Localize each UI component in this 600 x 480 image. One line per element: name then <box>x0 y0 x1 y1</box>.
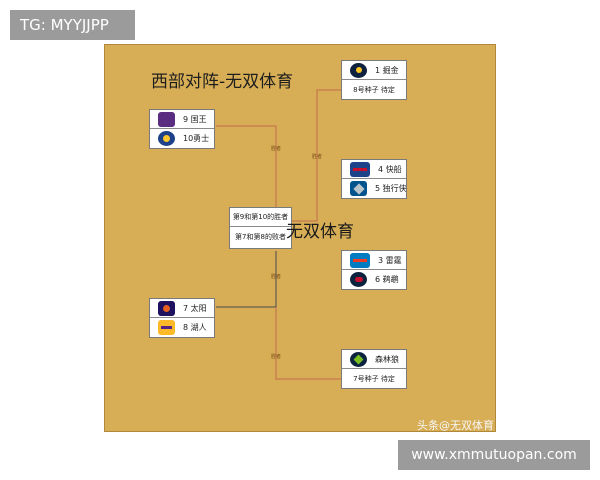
board-title: 西部对阵-无双体育 <box>151 72 294 92</box>
team-row-lakers: 8 湖人 <box>150 318 214 337</box>
lakers-logo-icon <box>158 320 175 335</box>
timberwolves-logo-icon <box>350 351 367 367</box>
connector-playin-bottom-down <box>275 307 341 380</box>
connector-playin-top <box>216 125 277 207</box>
team-label-warriors: 10勇士 <box>183 134 210 143</box>
team-label-thunder: 3 雷霆 <box>378 255 402 265</box>
team-row-suns: 7 太阳 <box>150 299 214 318</box>
matchup-nuggets: 1 掘金 8号种子 待定 <box>341 60 407 100</box>
team-row-thunder: 3 雷霆 <box>342 251 406 270</box>
winner-9-10: 第9和第10的胜者 <box>230 208 291 227</box>
playin-result-box: 第9和第10的胜者 第7和第8的败者 <box>229 207 292 249</box>
matchup-thunder-pelicans: 3 雷霆 6 鹈鹕 <box>341 250 407 290</box>
warriors-logo-icon <box>158 131 175 146</box>
timberwolves-opponent: 7号种子 待定 <box>353 374 395 383</box>
team-row-kings: 9 国王 <box>150 110 214 129</box>
suns-logo-icon <box>158 300 175 316</box>
source-watermark: 头条@无双体育 <box>417 419 494 432</box>
team-label-suns: 7 太阳 <box>183 303 207 313</box>
mavericks-logo-icon <box>350 181 367 196</box>
winner-label-nuggets: 胜者 <box>312 154 323 160</box>
nuggets-logo-icon <box>350 62 367 78</box>
winner-label-middle: 胜者 <box>271 274 282 280</box>
winner-label-top: 胜者 <box>271 146 282 152</box>
team-label-timberwolves: 森林狼 <box>375 354 399 364</box>
bracket-connectors <box>216 89 341 380</box>
team-row-timberwolves: 森林狼 <box>342 350 406 369</box>
bracket-board: 西部对阵-无双体育 胜者 胜者 胜者 胜者 9 国王 10勇士 第9和第10的胜… <box>104 44 496 432</box>
team-label-mavericks: 5 独行侠 <box>375 184 407 193</box>
team-label-lakers: 8 湖人 <box>183 323 207 332</box>
nuggets-opponent: 8号种子 待定 <box>353 85 395 94</box>
team-row-clippers: 4 快船 <box>342 160 406 179</box>
corner-tag: TG: MYYJJPP <box>10 10 135 40</box>
matchup-timberwolves: 森林狼 7号种子 待定 <box>341 349 407 389</box>
team-label-pelicans: 6 鹈鹕 <box>375 275 399 284</box>
team-row-mavericks: 5 独行侠 <box>342 179 407 198</box>
team-row-warriors: 10勇士 <box>150 129 214 148</box>
pelicans-logo-icon <box>350 272 367 287</box>
winner-label-wolves: 胜者 <box>271 354 282 360</box>
thunder-logo-icon <box>350 252 370 268</box>
matchup-suns-lakers: 7 太阳 8 湖人 <box>149 298 215 338</box>
kings-logo-icon <box>158 111 175 127</box>
team-label-nuggets: 1 掘金 <box>375 65 399 75</box>
matchup-clippers-mavericks: 4 快船 5 独行侠 <box>341 159 407 199</box>
team-row-pelicans: 6 鹈鹕 <box>342 270 406 289</box>
site-url-tag: www.xmmutuopan.com <box>398 440 590 470</box>
loser-7-8: 第7和第8的败者 <box>235 232 286 241</box>
team-label-kings: 9 国王 <box>183 114 207 124</box>
team-label-clippers: 4 快船 <box>378 164 402 174</box>
connector-to-nuggets <box>291 89 341 222</box>
center-watermark: 无双体育 <box>286 222 354 242</box>
team-row-nuggets: 1 掘金 <box>342 61 406 80</box>
matchup-kings-warriors: 9 国王 10勇士 <box>149 109 215 149</box>
clippers-logo-icon <box>350 161 370 177</box>
connector-playin-bottom-up <box>216 251 277 308</box>
